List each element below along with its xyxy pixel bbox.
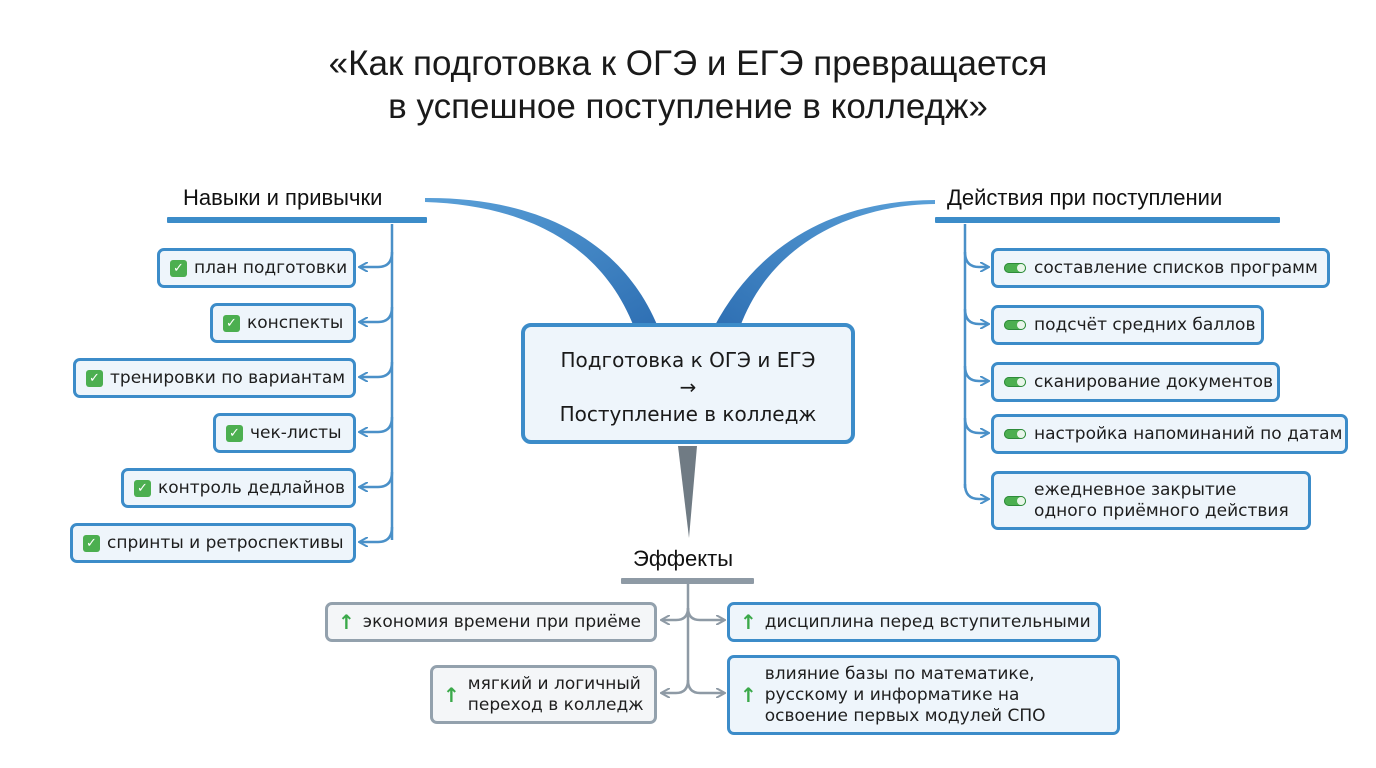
curve-to-skills (425, 197, 658, 327)
check-box-icon: ✓ (86, 369, 103, 387)
branch-label-skills: Навыки и привычки (183, 185, 383, 210)
action-node-label: настройка напоминаний по датам (1034, 423, 1343, 444)
skill-node-label: спринты и ретроспективы (107, 532, 344, 553)
action-node: составление списков программ (991, 248, 1330, 288)
arrow-up-icon: ↑ (740, 610, 757, 634)
effect-node-label: дисциплина перед вступительными (764, 611, 1091, 632)
branch-label-actions: Действия при поступлении (947, 185, 1223, 210)
skill-node-label: чек-листы (250, 422, 342, 443)
effect-node: ↑ дисциплина перед вступительными (727, 602, 1101, 642)
arrow-up-icon: ↑ (740, 683, 757, 707)
action-node-label: составление списков программ (1034, 257, 1318, 278)
action-node: ежедневное закрытие одного приёмного дей… (991, 471, 1311, 530)
skill-node-label: план подготовки (194, 257, 348, 278)
title-line-2: в успешное поступление в колледж» (388, 87, 988, 126)
toggle-icon (1004, 429, 1026, 439)
action-node-label: ежедневное закрытие одного приёмного дей… (1034, 479, 1289, 521)
central-node: Подготовка к ОГЭ и ЕГЭ → Поступление в к… (521, 323, 855, 444)
skill-node: ✓ тренировки по вариантам (73, 358, 356, 398)
toggle-icon (1004, 377, 1026, 387)
toggle-icon (1004, 320, 1026, 330)
skill-node: ✓ спринты и ретроспективы (70, 523, 356, 563)
title-line-1: «Как подготовка к ОГЭ и ЕГЭ превращается (328, 44, 1048, 83)
wedge-to-effects (678, 446, 697, 538)
effect-node: ↑ экономия времени при приёме (325, 602, 657, 642)
check-box-icon: ✓ (134, 479, 151, 497)
diagram-title: «Как подготовка к ОГЭ и ЕГЭ превращается… (0, 42, 1376, 128)
branch-underline-skills (167, 217, 427, 223)
action-node: сканирование документов (991, 362, 1280, 402)
effect-node: ↑ влияние базы по математике, русскому и… (727, 655, 1120, 735)
skill-node: ✓ план подготовки (157, 248, 356, 288)
skill-node: ✓ конспекты (210, 303, 356, 343)
central-line-1: Подготовка к ОГЭ и ЕГЭ (560, 348, 816, 372)
effect-node-label: мягкий и логичный переход в колледж (467, 673, 644, 715)
skill-node: ✓ контроль дедлайнов (121, 468, 356, 508)
check-box-icon: ✓ (226, 424, 243, 442)
action-node-label: подсчёт средних баллов (1034, 314, 1256, 335)
action-node: подсчёт средних баллов (991, 305, 1264, 345)
curve-to-actions (714, 200, 935, 327)
toggle-icon (1004, 263, 1026, 273)
skill-node-label: контроль дедлайнов (158, 477, 345, 498)
skill-node: ✓ чек-листы (213, 413, 356, 453)
arrow-up-icon: ↑ (338, 610, 355, 634)
branch-label-effects: Эффекты (633, 546, 734, 571)
effect-node: ↑ мягкий и логичный переход в колледж (430, 665, 657, 724)
central-line-2: Поступление в колледж (559, 402, 817, 426)
effect-node-label: экономия времени при приёме (362, 611, 641, 632)
skill-node-label: конспекты (247, 312, 344, 333)
branch-underline-effects (621, 578, 754, 584)
branch-underline-actions (935, 217, 1280, 223)
arrow-up-icon: ↑ (443, 682, 460, 707)
action-node: настройка напоминаний по датам (991, 414, 1348, 454)
check-box-icon: ✓ (83, 534, 100, 552)
central-arrow: → (679, 375, 697, 399)
toggle-icon (1004, 495, 1026, 506)
action-node-label: сканирование документов (1034, 371, 1274, 392)
skill-node-label: тренировки по вариантам (110, 367, 346, 388)
check-box-icon: ✓ (223, 314, 240, 332)
check-box-icon: ✓ (170, 259, 187, 277)
effect-node-label: влияние базы по математике, русскому и и… (764, 663, 1046, 726)
